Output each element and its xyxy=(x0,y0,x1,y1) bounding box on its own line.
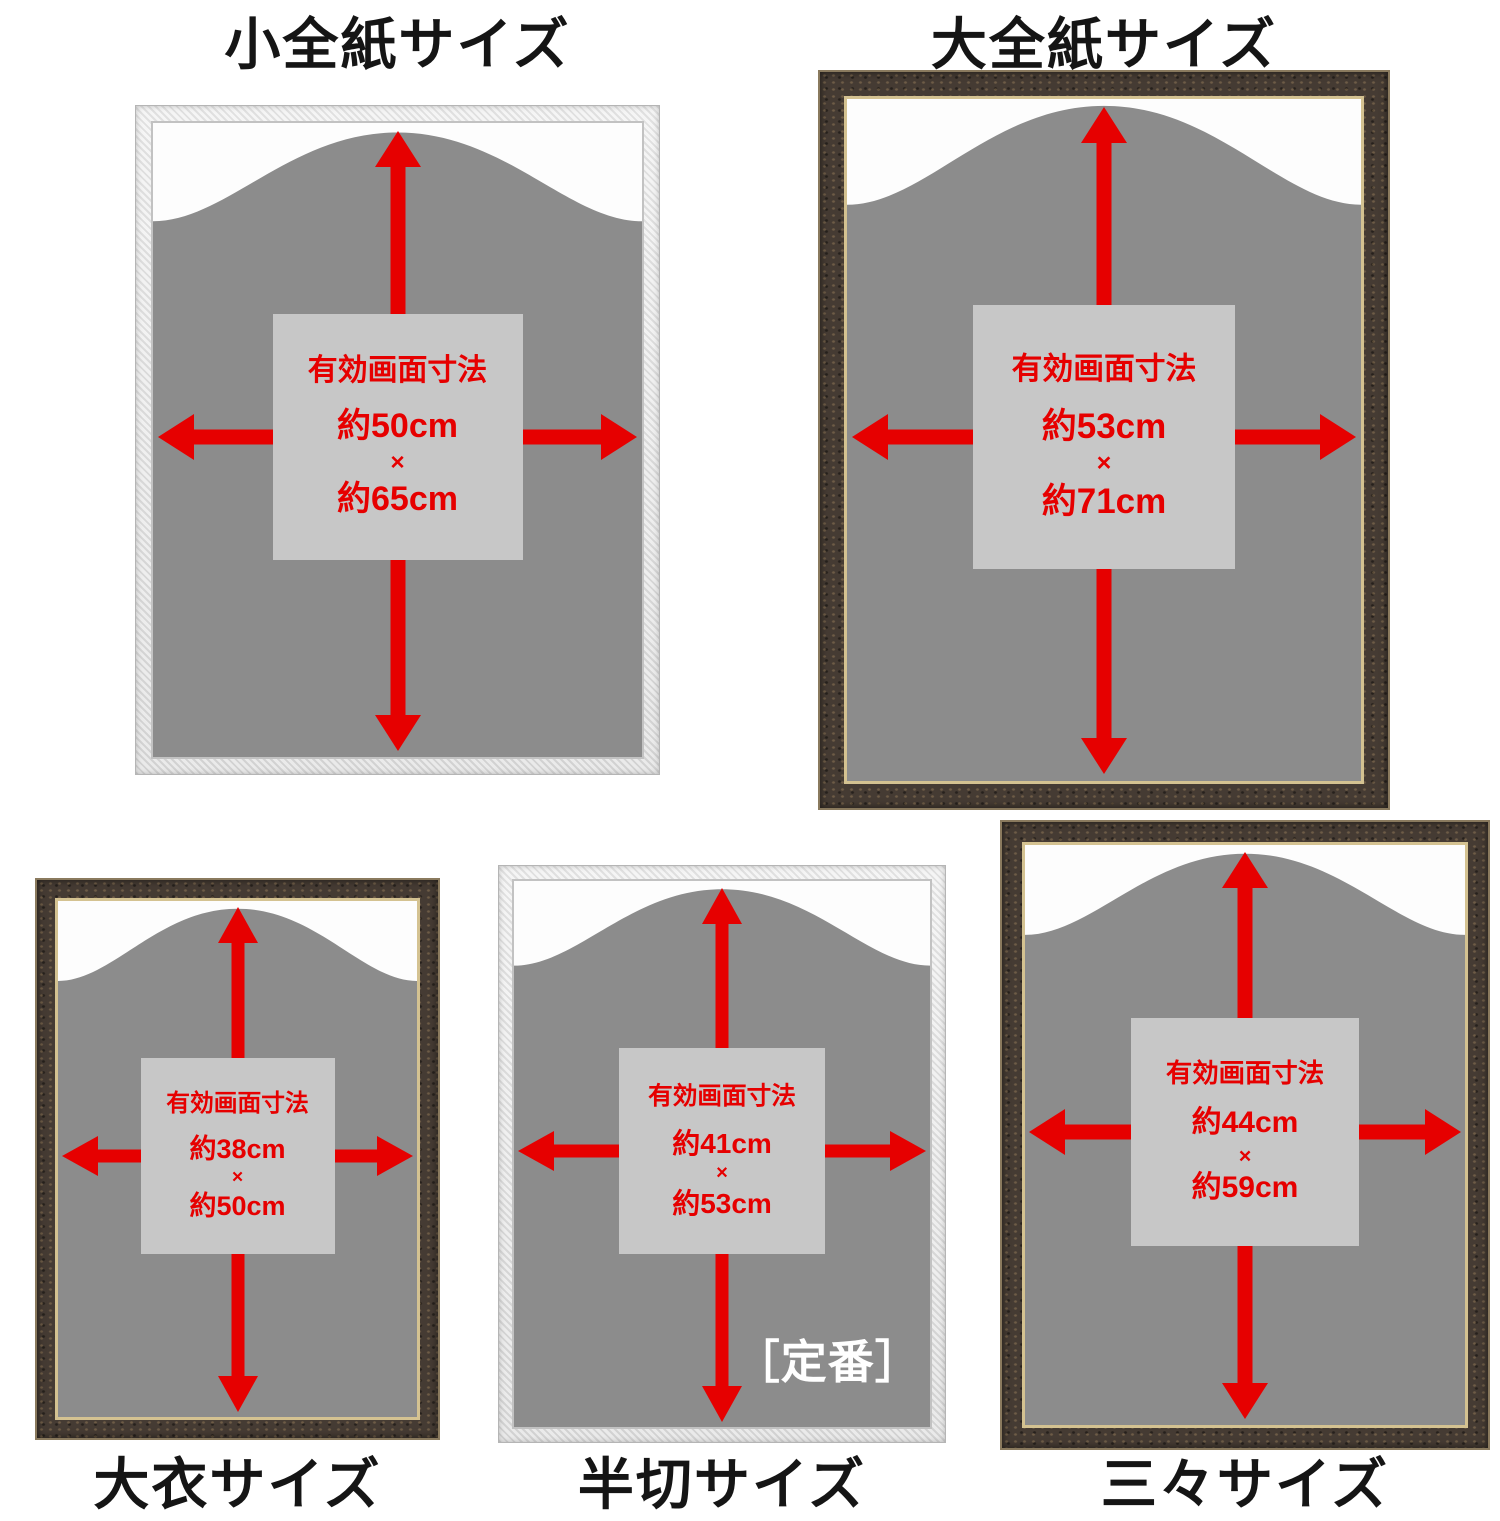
label-title: 有効画面寸法 xyxy=(166,1089,309,1117)
dimension-label-box: 有効画面寸法 約53cm × 約71cm xyxy=(973,304,1235,569)
frame-inner-edge: 有効画面寸法 約44cm × 約59cm xyxy=(1022,842,1468,1428)
frame-mat: 有効画面寸法 約50cm × 約65cm xyxy=(153,123,642,757)
times-sign: × xyxy=(1096,449,1112,478)
frame-inner-edge: 有効画面寸法 約41cm × 約53cm ［定番］ xyxy=(512,879,932,1429)
label-title: 有効画面寸法 xyxy=(307,353,488,387)
frame-title-sansan: 三々サイズ xyxy=(1100,1453,1390,1516)
width-value: 約38cm xyxy=(189,1133,286,1164)
times-sign: × xyxy=(231,1166,244,1189)
frame-inner-edge: 有効画面寸法 約53cm × 約71cm xyxy=(844,96,1364,784)
height-value: 約59cm xyxy=(1191,1170,1299,1204)
frame-mat: 有効画面寸法 約44cm × 約59cm xyxy=(1025,845,1465,1425)
height-value: 約71cm xyxy=(1041,482,1167,522)
width-value: 約53cm xyxy=(1041,407,1167,447)
height-value: 約50cm xyxy=(189,1191,286,1222)
frame-mat: 有効画面寸法 約38cm × 約50cm xyxy=(58,901,417,1417)
width-value: 約44cm xyxy=(1191,1106,1299,1140)
frame-title-shozenshi: 小全紙サイズ xyxy=(224,13,571,76)
times-sign: × xyxy=(716,1162,728,1185)
frame-mat: 有効画面寸法 約53cm × 約71cm xyxy=(847,99,1361,781)
times-sign: × xyxy=(1238,1142,1252,1168)
frame-shozenshi: 有効画面寸法 約50cm × 約65cm xyxy=(135,105,660,775)
dimension-label-box: 有効画面寸法 約50cm × 約65cm xyxy=(272,313,523,560)
label-title: 有効画面寸法 xyxy=(1165,1057,1325,1088)
width-value: 約41cm xyxy=(672,1127,772,1159)
frame-taii: 有効画面寸法 約38cm × 約50cm xyxy=(35,878,440,1440)
frame-sansan: 有効画面寸法 約44cm × 約59cm xyxy=(1000,820,1490,1450)
frame-inner-edge: 有効画面寸法 約50cm × 約65cm xyxy=(151,121,644,759)
frame-title-hansetsu: 半切サイズ xyxy=(577,1453,867,1516)
height-value: 約65cm xyxy=(337,480,458,519)
frame-title-daizenshi: 大全紙サイズ xyxy=(930,13,1278,76)
label-title: 有効画面寸法 xyxy=(1011,350,1197,386)
frame-hansetsu: 有効画面寸法 約41cm × 約53cm ［定番］ xyxy=(498,865,946,1443)
dimension-label-box: 有効画面寸法 約41cm × 約53cm xyxy=(619,1048,825,1255)
width-value: 約50cm xyxy=(337,407,458,446)
frame-daizenshi: 有効画面寸法 約53cm × 約71cm xyxy=(818,70,1390,810)
standard-size-badge: ［定番］ xyxy=(733,1335,922,1388)
frame-inner-edge: 有効画面寸法 約38cm × 約50cm xyxy=(55,898,420,1420)
frame-mat: 有効画面寸法 約41cm × 約53cm ［定番］ xyxy=(514,881,930,1427)
dimension-label-box: 有効画面寸法 約44cm × 約59cm xyxy=(1131,1018,1359,1247)
times-sign: × xyxy=(390,449,405,477)
height-value: 約53cm xyxy=(672,1187,772,1219)
label-title: 有効画面寸法 xyxy=(648,1083,796,1111)
dimension-label-box: 有効画面寸法 約38cm × 約50cm xyxy=(140,1058,335,1255)
frame-title-taii: 大衣サイズ xyxy=(93,1453,382,1516)
